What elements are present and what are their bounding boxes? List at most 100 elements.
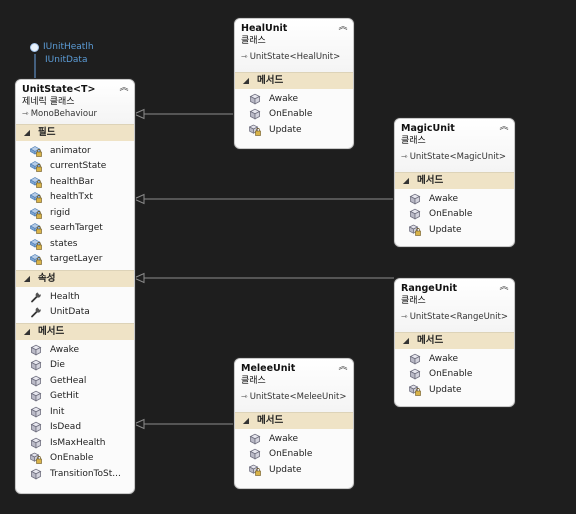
class-header: MagicUnit 클래스 ⇾UnitState<MagicUnit> ︽ bbox=[395, 119, 514, 172]
field-item[interactable]: searhTarget bbox=[16, 221, 134, 237]
methods-list: Awake OnEnable Update bbox=[235, 89, 353, 141]
property-item[interactable]: Health bbox=[16, 289, 134, 305]
locked-cube-method-icon bbox=[409, 224, 421, 236]
cube-method-icon bbox=[409, 193, 421, 205]
double-chevron-up-icon[interactable]: ︽ bbox=[338, 362, 348, 372]
melee-unit-class-box[interactable]: MeleeUnit 클래스 ⇾UnitState<MeleeUnit> ︽ ◢메… bbox=[234, 358, 354, 489]
field-item[interactable]: rigid bbox=[16, 205, 134, 221]
method-item[interactable]: GetHeal bbox=[16, 373, 134, 389]
method-item[interactable]: GetHit bbox=[16, 389, 134, 405]
method-name: Update bbox=[269, 464, 302, 475]
field-icon bbox=[30, 253, 42, 265]
method-item[interactable]: Update bbox=[395, 222, 514, 238]
method-item[interactable]: OnEnable bbox=[395, 207, 514, 223]
heal-unit-inheritance-arrow bbox=[132, 108, 145, 120]
fields-section-header[interactable]: ◢필드 bbox=[16, 124, 134, 141]
method-name: Update bbox=[269, 124, 302, 135]
triangle-toggle-icon[interactable]: ◢ bbox=[23, 327, 31, 336]
field-item[interactable]: animator bbox=[16, 143, 134, 159]
cube-method-icon bbox=[409, 353, 421, 365]
section-label: 메서드 bbox=[417, 175, 444, 186]
method-item[interactable]: Update bbox=[395, 382, 514, 398]
heal-unit-class-box[interactable]: HealUnit 클래스 ⇾UnitState<HealUnit> ︽ ◢메서드… bbox=[234, 18, 354, 149]
method-item[interactable]: OnEnable bbox=[235, 107, 353, 123]
methods-section-header[interactable]: ◢ 메서드 bbox=[395, 172, 514, 189]
locked-cube-method-icon bbox=[249, 124, 261, 136]
method-item[interactable]: IsDead bbox=[16, 420, 134, 436]
interface-name[interactable]: IUnitData bbox=[45, 55, 88, 65]
method-item[interactable]: Awake bbox=[235, 431, 353, 447]
field-icon bbox=[30, 176, 42, 188]
methods-section-header[interactable]: ◢메서드 bbox=[235, 412, 353, 429]
base-class-name: UnitState<HealUnit> bbox=[249, 52, 341, 62]
section-label: 메서드 bbox=[417, 335, 444, 346]
class-kind: 클래스 bbox=[241, 376, 266, 386]
interface-lollipop: IUnitHeatlh IUnitData bbox=[30, 41, 94, 67]
section-label: 메서드 bbox=[257, 75, 284, 86]
method-item[interactable]: OnEnable bbox=[16, 451, 134, 467]
method-item[interactable]: Awake bbox=[395, 351, 514, 367]
double-chevron-up-icon[interactable]: ︽ bbox=[119, 83, 129, 93]
double-chevron-up-icon[interactable]: ︽ bbox=[499, 122, 509, 132]
interface-node-icon[interactable] bbox=[30, 43, 39, 52]
cube-method-icon bbox=[409, 368, 421, 380]
range-unit-inheritance-arrow bbox=[132, 272, 145, 284]
properties-section-header[interactable]: ◢ 속성 bbox=[16, 270, 134, 287]
section-label: 메서드 bbox=[38, 326, 65, 337]
method-item[interactable]: OnEnable bbox=[235, 447, 353, 463]
method-name: OnEnable bbox=[50, 453, 94, 464]
property-item[interactable]: UnitData bbox=[16, 305, 134, 321]
section-label: 속성 bbox=[38, 273, 56, 284]
triangle-toggle-icon[interactable]: ◢ bbox=[242, 416, 250, 425]
triangle-toggle-icon[interactable]: ◢ bbox=[402, 176, 410, 185]
field-item[interactable]: states bbox=[16, 236, 134, 252]
method-name: IsDead bbox=[50, 422, 82, 433]
method-name: Die bbox=[50, 360, 65, 371]
property-name: Health bbox=[50, 291, 80, 302]
inherits-arrow-icon: ⇾ bbox=[241, 392, 248, 401]
method-name: Awake bbox=[429, 353, 459, 364]
double-chevron-up-icon[interactable]: ︽ bbox=[499, 282, 509, 292]
field-item[interactable]: currentState bbox=[16, 159, 134, 175]
interface-name[interactable]: IUnitHeatlh bbox=[43, 42, 94, 52]
methods-section-header[interactable]: ◢ 메서드 bbox=[235, 72, 353, 89]
field-item[interactable]: targetLayer bbox=[16, 252, 134, 268]
method-item[interactable]: Awake bbox=[395, 191, 514, 207]
class-title: MagicUnit bbox=[401, 123, 455, 134]
methods-section-header[interactable]: ◢ 메서드 bbox=[16, 323, 134, 340]
triangle-toggle-icon[interactable]: ◢ bbox=[23, 274, 31, 283]
field-item[interactable]: healthTxt bbox=[16, 190, 134, 206]
method-item[interactable]: Awake bbox=[235, 91, 353, 107]
class-title: MeleeUnit bbox=[241, 363, 296, 374]
method-item[interactable]: OnEnable bbox=[395, 367, 514, 383]
magic-unit-class-box[interactable]: MagicUnit 클래스 ⇾UnitState<MagicUnit> ︽ ◢ 메… bbox=[394, 118, 515, 247]
triangle-toggle-icon[interactable]: ◢ bbox=[402, 336, 410, 345]
field-name: healthBar bbox=[50, 176, 94, 187]
method-item[interactable]: Update bbox=[235, 122, 353, 138]
method-name: OnEnable bbox=[429, 209, 473, 220]
double-chevron-up-icon[interactable]: ︽ bbox=[338, 22, 348, 32]
method-item[interactable]: Init bbox=[16, 404, 134, 420]
class-kind: 클래스 bbox=[401, 296, 426, 306]
range-unit-class-box[interactable]: RangeUnit 클래스 ⇾UnitState<RangeUnit> ︽ ◢메… bbox=[394, 278, 515, 407]
wrench-icon bbox=[30, 291, 42, 303]
method-name: IsMaxHealth bbox=[50, 437, 106, 448]
class-header: UnitState<T> 제네릭 클래스 ⇾MonoBehaviour ︽ bbox=[16, 80, 134, 124]
inherits-arrow-icon: ⇾ bbox=[401, 312, 408, 321]
method-item[interactable]: Die bbox=[16, 358, 134, 374]
methods-list: Awake OnEnable Update bbox=[235, 429, 353, 481]
methods-section-header[interactable]: ◢ 메서드 bbox=[395, 332, 514, 349]
field-item[interactable]: healthBar bbox=[16, 174, 134, 190]
method-item[interactable]: IsMaxHealth bbox=[16, 435, 134, 451]
triangle-toggle-icon[interactable]: ◢ bbox=[23, 128, 31, 137]
cube-method-icon bbox=[409, 208, 421, 220]
field-icon bbox=[30, 191, 42, 203]
method-item[interactable]: TransitionToSt... bbox=[16, 466, 134, 482]
method-item[interactable]: Update bbox=[235, 462, 353, 478]
triangle-toggle-icon[interactable]: ◢ bbox=[242, 76, 250, 85]
field-name: searhTarget bbox=[50, 223, 103, 234]
method-item[interactable]: Awake bbox=[16, 342, 134, 358]
class-title: UnitState<T> bbox=[22, 84, 96, 95]
base-class-name: MonoBehaviour bbox=[30, 109, 97, 119]
unit-state-class-box[interactable]: UnitState<T> 제네릭 클래스 ⇾MonoBehaviour ︽ ◢필… bbox=[15, 79, 135, 494]
